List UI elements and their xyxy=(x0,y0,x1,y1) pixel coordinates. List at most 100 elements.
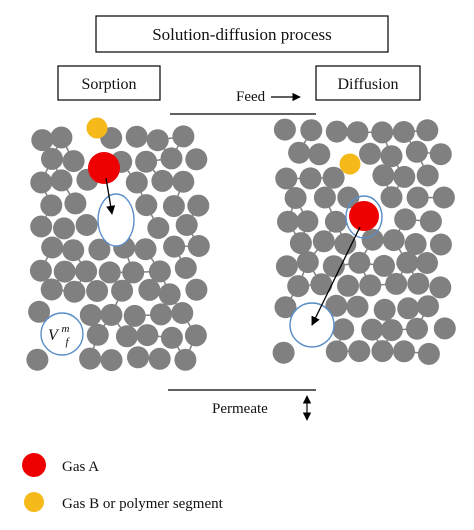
polymer-segment xyxy=(158,283,181,306)
free-volume-label: V m f xyxy=(40,312,84,356)
polymer-segment xyxy=(135,194,158,217)
gas-b-molecule xyxy=(86,117,108,139)
polymer-segment xyxy=(287,275,310,298)
polymer-segment xyxy=(187,235,210,257)
polymer-segment xyxy=(41,236,64,259)
polymer-segment xyxy=(30,215,53,238)
polymer-segment xyxy=(348,251,371,274)
polymer-segment xyxy=(288,141,311,164)
polymer-segment xyxy=(397,297,420,320)
polymer-segment xyxy=(148,260,171,283)
free-volume-hole xyxy=(97,193,135,247)
polymer-segment xyxy=(322,166,345,189)
polymer-segment xyxy=(310,273,333,296)
polymer-segment xyxy=(162,195,185,218)
polymer-segment xyxy=(28,300,51,323)
diffusion-label-box: Diffusion xyxy=(315,65,421,101)
polymer-segment xyxy=(417,295,439,318)
polymer-segment xyxy=(312,230,335,253)
polymer-segment xyxy=(416,119,439,142)
svg-text:V m f: V m f xyxy=(48,319,73,348)
polymer-segment xyxy=(50,169,73,192)
polymer-segment xyxy=(406,317,428,340)
polymer-segment xyxy=(324,210,347,233)
polymer-segment xyxy=(393,340,415,363)
polymer-segment xyxy=(337,274,359,297)
polymer-segment xyxy=(372,164,395,187)
polymer-segment xyxy=(325,120,348,143)
polymer-segment xyxy=(79,304,102,326)
polymer-segment xyxy=(187,194,210,217)
polymer-segment xyxy=(380,319,403,342)
polymer-segment xyxy=(348,340,371,363)
polymer-segment xyxy=(429,233,452,256)
polymer-segment xyxy=(275,255,298,278)
polymer-segment xyxy=(40,278,63,301)
polymer-segment xyxy=(111,279,134,302)
polymer-segment xyxy=(147,217,170,239)
sorption-label: Sorption xyxy=(81,76,136,93)
polymer-segment xyxy=(172,170,195,193)
polymer-segment xyxy=(31,129,54,152)
polymer-segment xyxy=(373,298,396,321)
polymer-segment xyxy=(300,119,323,142)
polymer-segment xyxy=(432,186,455,209)
sorption-arrow xyxy=(105,177,116,215)
polymer-segment xyxy=(332,318,355,341)
feed-label: Feed xyxy=(236,89,266,105)
polymer-segment xyxy=(150,303,172,326)
legend-gas-a-label: Gas A xyxy=(62,459,99,475)
polymer-segment xyxy=(160,147,183,170)
polymer-segment xyxy=(79,347,102,370)
polymer-segment xyxy=(171,302,194,324)
polymer-segment xyxy=(361,228,384,251)
polymer-segment xyxy=(371,121,394,144)
polymer-segment xyxy=(53,260,76,283)
polymer-segment xyxy=(185,278,208,301)
legend: Gas A Gas B or polymer segment xyxy=(22,453,224,512)
diffusion-label: Diffusion xyxy=(337,76,398,93)
polymer-segment xyxy=(135,150,158,173)
polymer-segment xyxy=(86,280,109,302)
title-box: Solution-diffusion process xyxy=(95,15,389,53)
polymer-segment xyxy=(419,210,442,233)
free-volume-subscript: f xyxy=(65,336,70,348)
polymer-segment xyxy=(136,324,159,347)
sorption-label-box: Sorption xyxy=(57,65,161,101)
polymer-segment xyxy=(296,210,319,233)
polymer-segment xyxy=(185,148,208,171)
polymer-segment xyxy=(151,169,174,192)
polymer-segment xyxy=(62,150,85,173)
polymer-segment xyxy=(30,171,53,194)
polymer-segment xyxy=(174,257,197,279)
diffusion-arrow xyxy=(311,226,361,326)
gas-a-molecule xyxy=(88,152,120,184)
polymer-segment xyxy=(100,349,123,372)
polymer-segment xyxy=(122,261,145,284)
polymer-segment xyxy=(406,186,429,209)
polymer-segment xyxy=(272,341,295,364)
polymer-segment xyxy=(394,208,417,231)
polymer-segment xyxy=(88,238,111,261)
polymer-segment xyxy=(373,254,395,277)
polymer-segment xyxy=(86,323,109,346)
polymer-segment xyxy=(100,303,123,326)
polymer-segment xyxy=(313,186,336,209)
polymer-segment xyxy=(277,210,299,233)
polymer-segment xyxy=(175,214,198,236)
left-polymer-network xyxy=(26,125,210,372)
polymer-segment xyxy=(26,348,49,371)
polymer-segment xyxy=(172,125,195,148)
polymer-segment xyxy=(274,296,297,319)
legend-gas-a-swatch xyxy=(22,453,46,477)
polymer-segment xyxy=(29,259,52,282)
polymer-segment xyxy=(284,187,307,209)
polymer-segment xyxy=(163,235,186,258)
polymer-segment xyxy=(407,272,430,295)
polymer-segment xyxy=(416,252,438,274)
polymer-segment xyxy=(405,140,428,163)
polymer-segment xyxy=(385,272,408,295)
polymer-segment xyxy=(393,165,416,188)
permeate-label: Permeate xyxy=(212,401,268,417)
